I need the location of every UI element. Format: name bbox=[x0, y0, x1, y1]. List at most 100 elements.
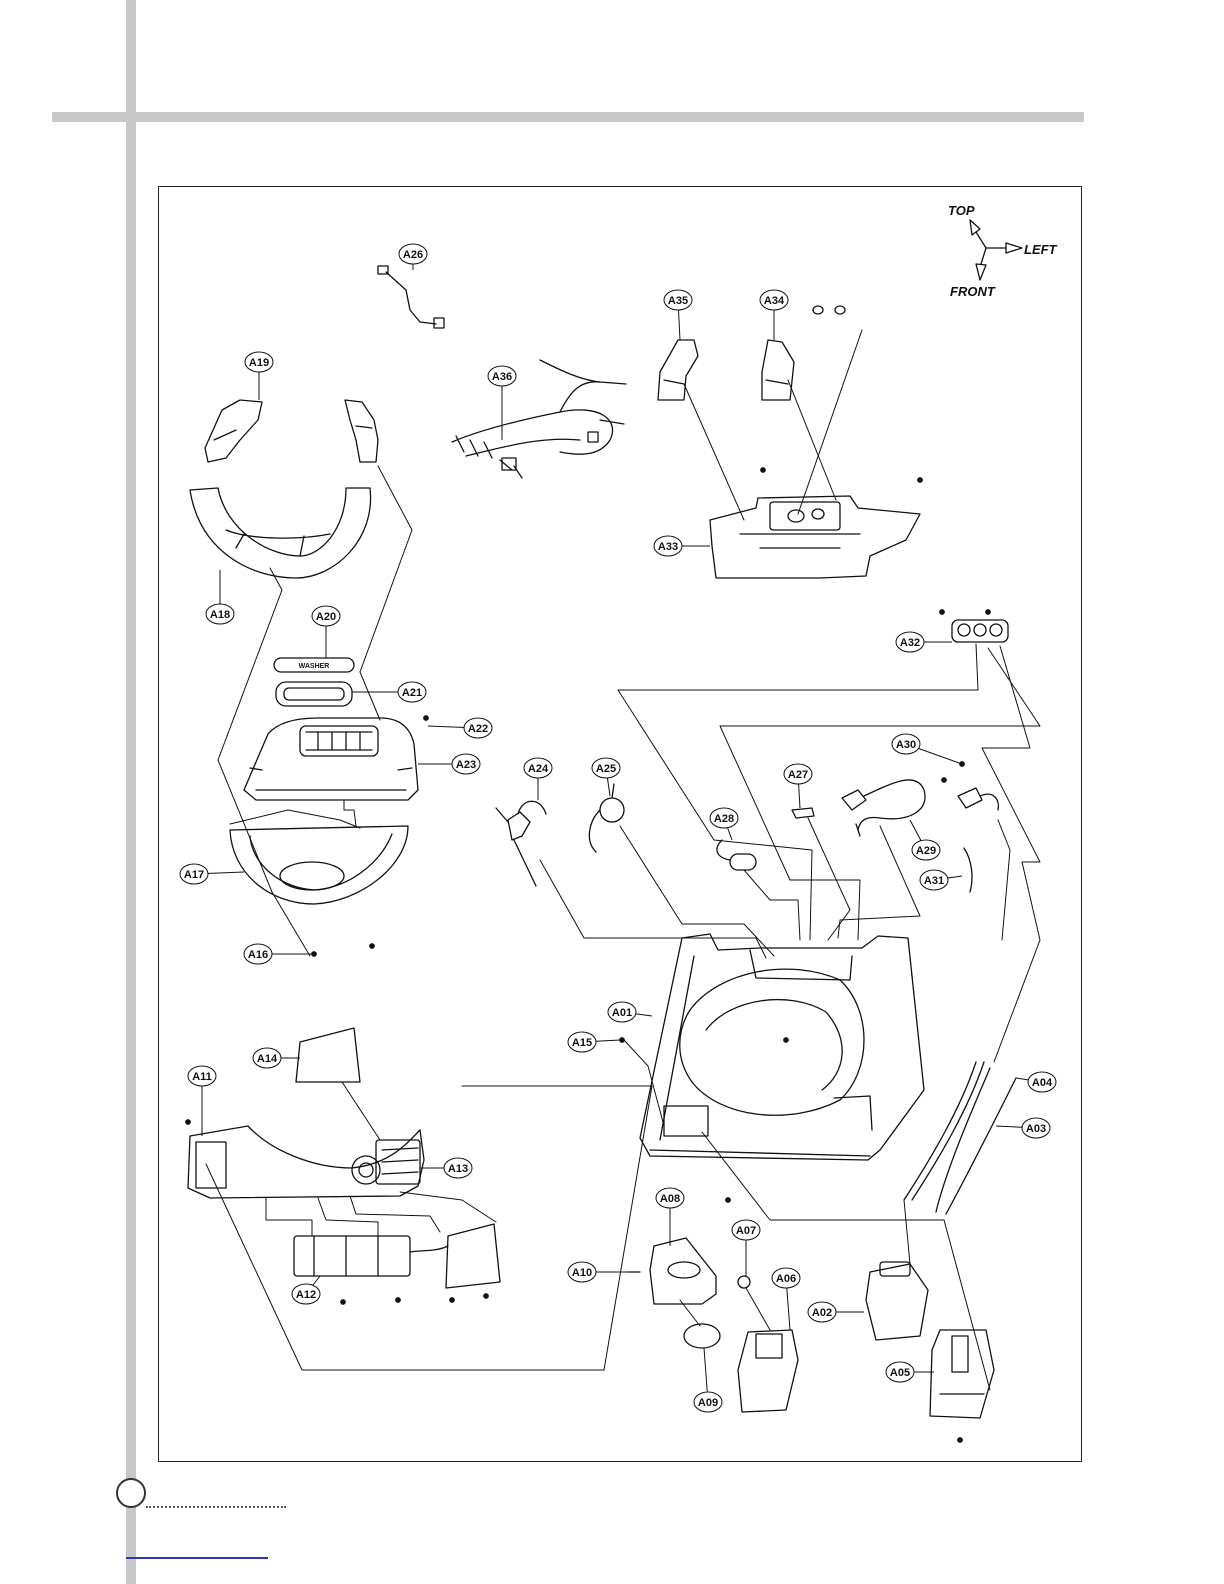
callout-label: A26 bbox=[403, 249, 423, 261]
callout-a22: A22 bbox=[428, 718, 492, 738]
part-a02-drawer bbox=[866, 1262, 928, 1340]
callout-label: A04 bbox=[1032, 1077, 1053, 1089]
part-a29-power-cord bbox=[842, 780, 925, 836]
callout-a13: A13 bbox=[420, 1158, 472, 1178]
callout-label: A16 bbox=[248, 949, 268, 961]
part-a32-valve bbox=[952, 620, 1008, 642]
orientation-compass bbox=[970, 220, 1022, 280]
part-a17-lower-ring bbox=[230, 826, 408, 904]
dotted-leader bbox=[146, 1506, 286, 1508]
compass-labels: TOP LEFT FRONT bbox=[948, 203, 1058, 299]
part-a26-harness bbox=[378, 266, 444, 328]
part-a27-fuse bbox=[792, 808, 814, 818]
callout-a11: A11 bbox=[188, 1066, 216, 1136]
callout-a14: A14 bbox=[253, 1048, 300, 1068]
part-a24-switch bbox=[496, 801, 546, 886]
part-a12-pcb bbox=[294, 1224, 500, 1288]
callout-a06: A06 bbox=[772, 1268, 800, 1330]
callout-label: A24 bbox=[528, 763, 549, 775]
callout-a02: A02 bbox=[808, 1302, 864, 1322]
callout-label: A33 bbox=[658, 541, 678, 553]
part-a28-capacitor bbox=[717, 840, 756, 870]
part-a14-plate bbox=[296, 1028, 360, 1082]
callout-a20: A20 bbox=[312, 606, 340, 658]
callout-a19: A19 bbox=[245, 352, 273, 400]
callout-label: A21 bbox=[402, 687, 422, 699]
callout-a03: A03 bbox=[996, 1118, 1050, 1138]
callout-a12: A12 bbox=[292, 1276, 320, 1304]
callout-a15: A15 bbox=[568, 1032, 620, 1052]
callout-label: A09 bbox=[698, 1397, 718, 1409]
callout-a16: A16 bbox=[244, 944, 312, 964]
callout-a01: A01 bbox=[608, 1002, 652, 1022]
part-a31-tube bbox=[964, 848, 972, 892]
callout-label: A06 bbox=[776, 1273, 796, 1285]
callout-label: A13 bbox=[448, 1163, 468, 1175]
callout-a35: A35 bbox=[664, 290, 692, 340]
callout-label: A02 bbox=[812, 1307, 832, 1319]
callout-label: A20 bbox=[316, 611, 336, 623]
compass-front-label: FRONT bbox=[950, 284, 996, 299]
callout-label: A14 bbox=[257, 1053, 278, 1065]
part-a30-module bbox=[958, 788, 998, 810]
part-a11-front-panel bbox=[188, 1126, 424, 1198]
part-a19-trims bbox=[205, 400, 378, 462]
callout-a21: A21 bbox=[352, 682, 426, 702]
callout-label: A28 bbox=[714, 813, 734, 825]
callout-a05: A05 bbox=[886, 1362, 934, 1382]
callout-label: A07 bbox=[736, 1225, 756, 1237]
callout-a26: A26 bbox=[399, 244, 427, 270]
callout-label: A29 bbox=[916, 845, 936, 857]
callout-label: A34 bbox=[764, 295, 785, 307]
part-a08-cover bbox=[628, 1238, 720, 1348]
part-a05-housing bbox=[930, 1330, 994, 1418]
callout-a31: A31 bbox=[920, 870, 962, 890]
part-a33-top-cover bbox=[710, 496, 920, 578]
part-a03-a04-hoses bbox=[904, 1062, 1016, 1214]
callout-label: A12 bbox=[296, 1289, 316, 1301]
callout-label: A25 bbox=[596, 763, 616, 775]
part-a01-cabinet bbox=[640, 934, 924, 1160]
callout-a04: A04 bbox=[1016, 1072, 1056, 1092]
callout-label: A32 bbox=[900, 637, 920, 649]
callout-label: A19 bbox=[249, 357, 269, 369]
callout-a34: A34 bbox=[760, 290, 788, 340]
callout-a28: A28 bbox=[710, 808, 738, 840]
page-number-circle bbox=[116, 1478, 146, 1508]
part-a21-window bbox=[276, 682, 352, 706]
compass-top-label: TOP bbox=[948, 203, 975, 218]
part-a36-wire-harness bbox=[452, 360, 626, 478]
callout-label: A30 bbox=[896, 739, 916, 751]
callout-label: A05 bbox=[890, 1367, 910, 1379]
callout-label: A18 bbox=[210, 609, 230, 621]
callout-a30: A30 bbox=[892, 734, 962, 764]
callout-label: A23 bbox=[456, 759, 476, 771]
callout-a25: A25 bbox=[592, 758, 620, 796]
callout-label: A36 bbox=[492, 371, 512, 383]
callout-a27: A27 bbox=[784, 764, 812, 808]
callout-a29: A29 bbox=[910, 820, 940, 860]
callout-label: A17 bbox=[184, 869, 204, 881]
footer-link-rule bbox=[126, 1557, 268, 1559]
callout-label: A03 bbox=[1026, 1123, 1046, 1135]
part-a06-pump bbox=[738, 1276, 798, 1412]
callout-a07: A07 bbox=[732, 1220, 760, 1276]
callout-a09: A09 bbox=[694, 1348, 722, 1412]
callout-a23: A23 bbox=[418, 754, 480, 774]
callout-label: A22 bbox=[468, 723, 488, 735]
callout-label: A10 bbox=[572, 1267, 592, 1279]
callout-label: A15 bbox=[572, 1037, 592, 1049]
callout-a36: A36 bbox=[488, 366, 516, 440]
callout-label: A01 bbox=[612, 1007, 632, 1019]
callout-a17: A17 bbox=[180, 864, 244, 884]
callout-a32: A32 bbox=[896, 632, 952, 652]
assembly-lines bbox=[206, 330, 1040, 1390]
part-a23-control-panel bbox=[244, 718, 418, 800]
callout-a33: A33 bbox=[654, 536, 710, 556]
compass-left-label: LEFT bbox=[1024, 242, 1058, 257]
callout-label: A08 bbox=[660, 1193, 680, 1205]
callout-label: A27 bbox=[788, 769, 808, 781]
callout-a24: A24 bbox=[524, 758, 552, 800]
part-a35-bracket bbox=[658, 340, 698, 400]
